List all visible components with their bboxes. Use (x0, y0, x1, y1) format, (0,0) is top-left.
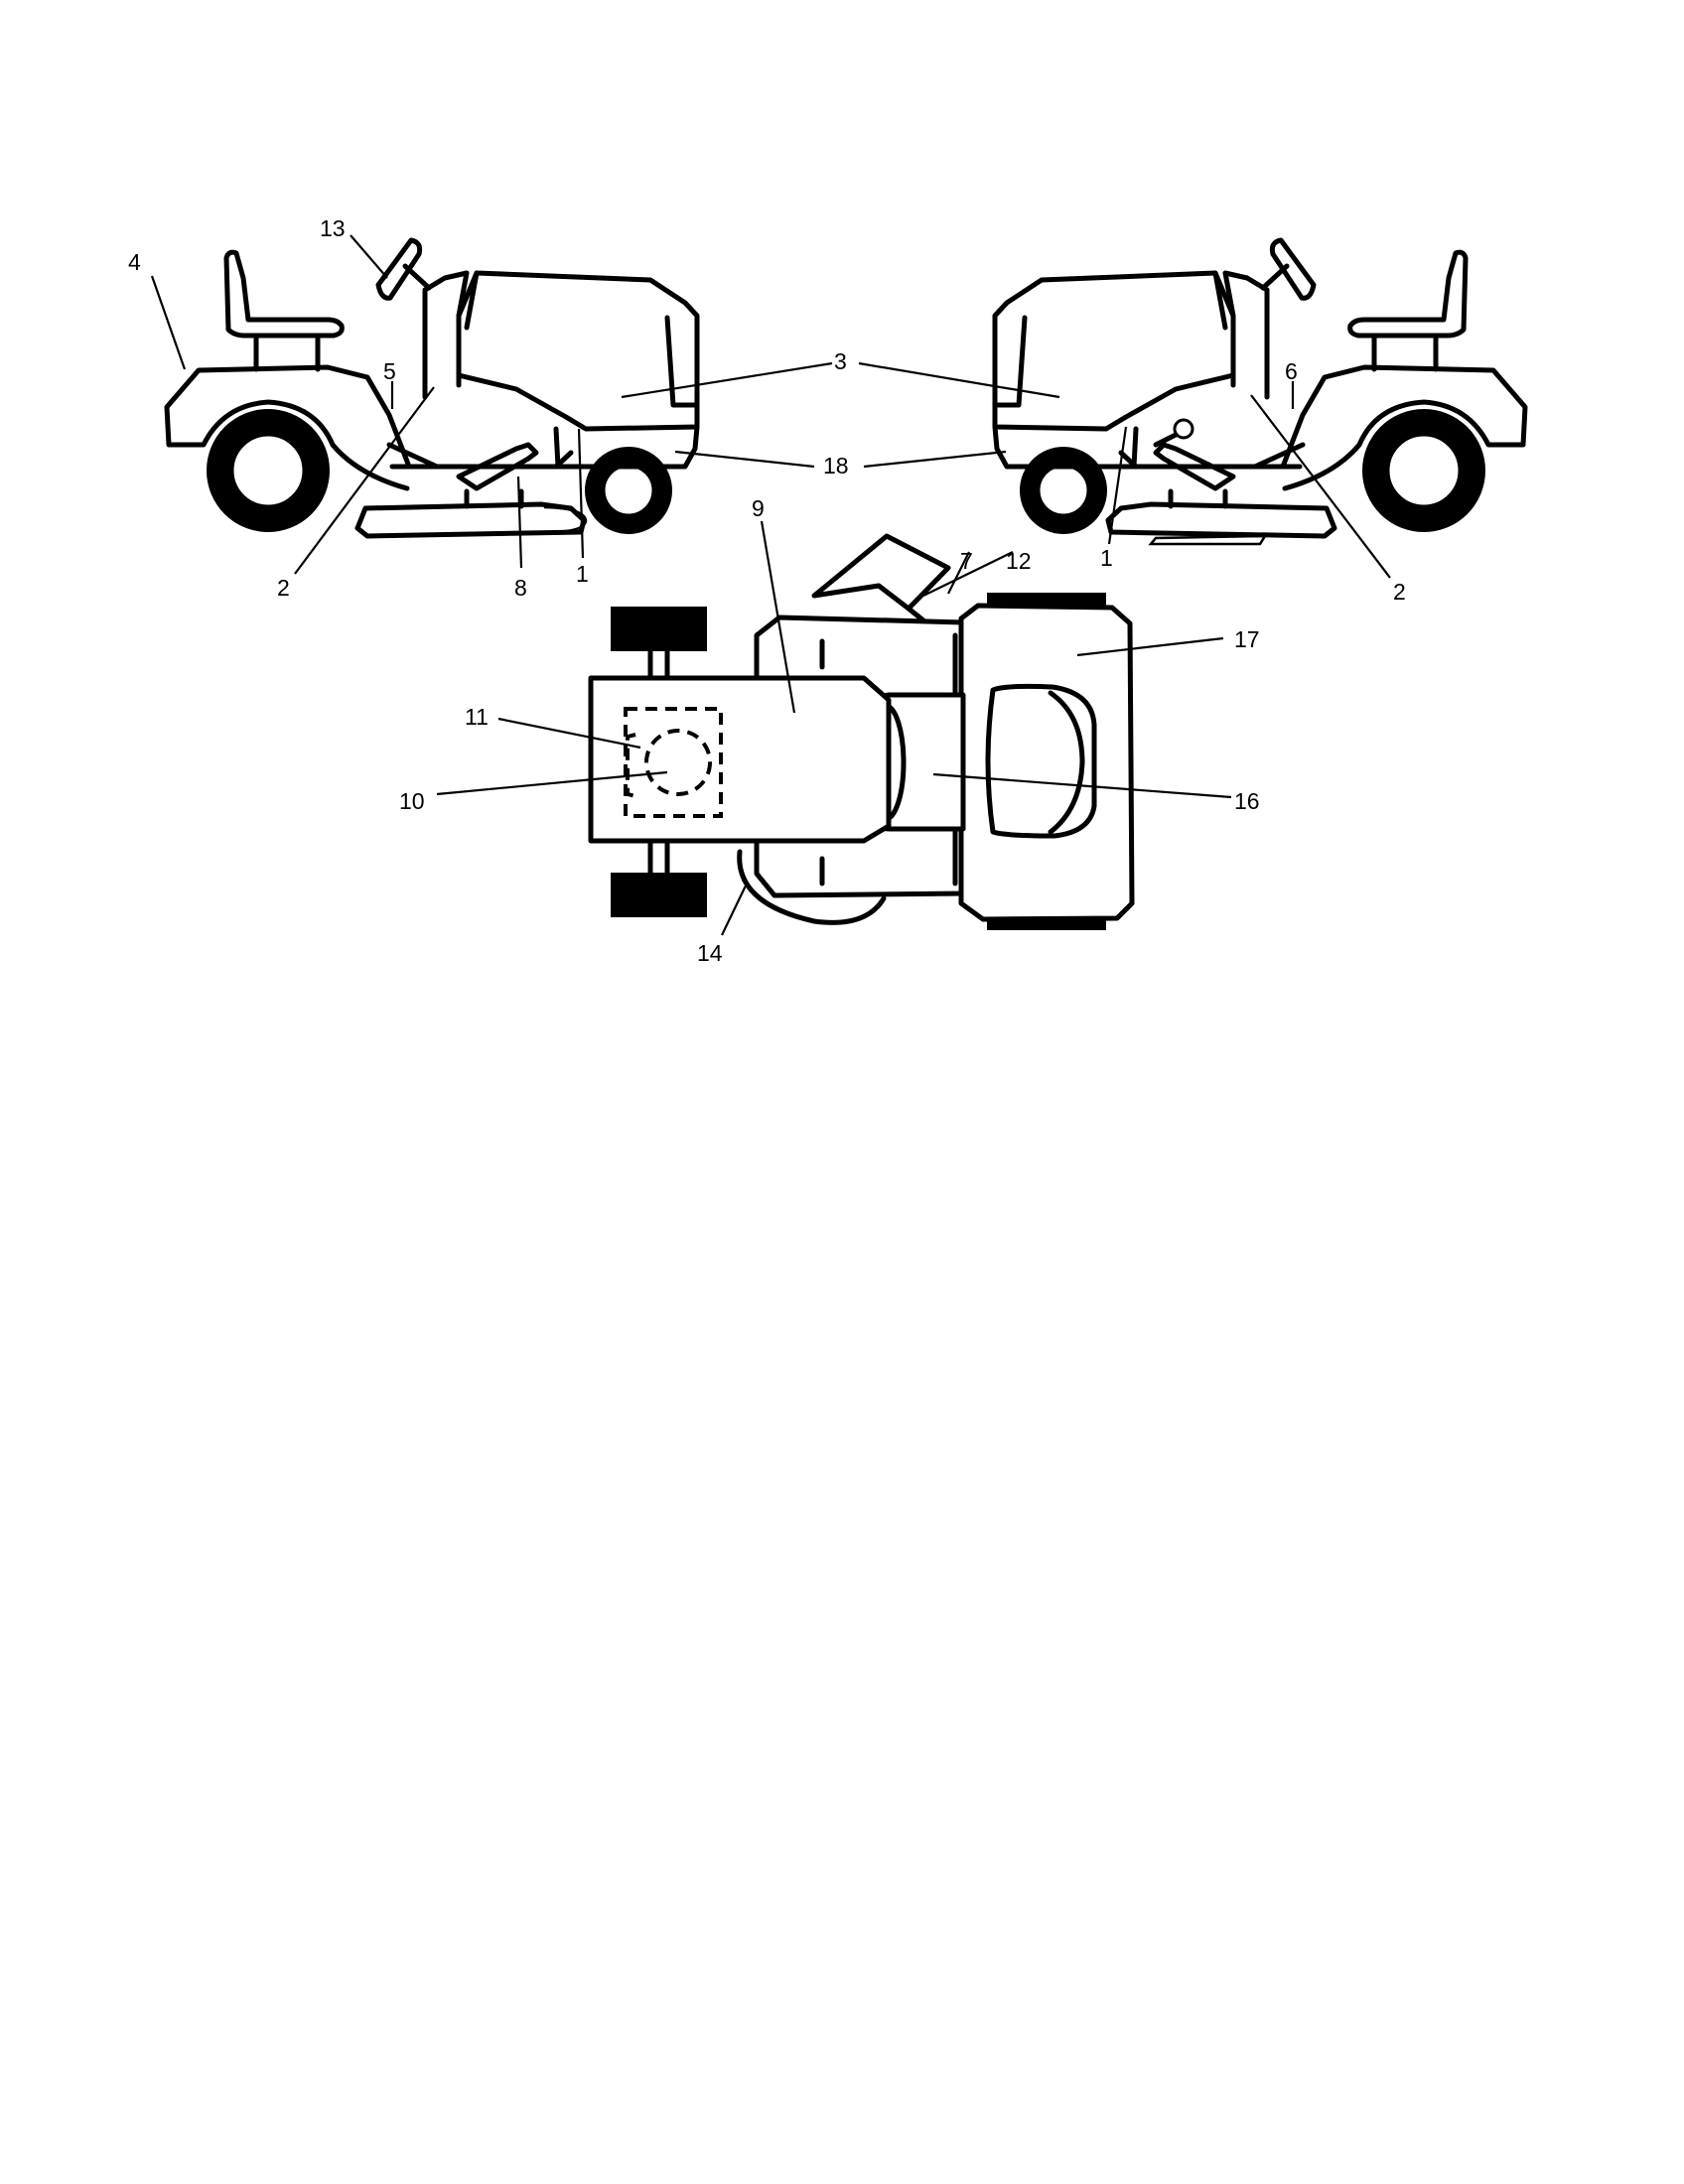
lift-knob (1173, 418, 1194, 440)
callout-9: 9 (752, 495, 765, 521)
front-tire-top (611, 607, 707, 651)
callout-3: 3 (834, 348, 847, 374)
callout-1-left: 1 (576, 561, 589, 587)
tractor-top-view (588, 533, 1135, 930)
engine-circle (644, 729, 712, 796)
seat (223, 249, 345, 372)
callout-11: 11 (465, 704, 489, 730)
callout-18: 18 (823, 453, 849, 478)
mower-deck (1105, 488, 1337, 546)
callout-6: 6 (1285, 358, 1298, 384)
callout-16: 16 (1234, 788, 1260, 814)
front-wheel (585, 447, 672, 534)
dash-tower (1222, 270, 1270, 388)
callout-14: 14 (697, 940, 723, 966)
callout-10: 10 (399, 788, 425, 814)
rear-wheel (207, 409, 330, 532)
front-tire-bottom (611, 873, 707, 917)
mower-deck (354, 488, 588, 539)
rear-wheel (1362, 409, 1485, 532)
hood-top (588, 675, 892, 844)
callout-2-left: 2 (277, 575, 290, 601)
callout-5: 5 (383, 358, 396, 384)
callout-13: 13 (320, 215, 346, 241)
chassis (389, 424, 700, 470)
callout-2-right: 2 (1393, 579, 1406, 605)
hood (456, 270, 700, 432)
discharge-chute (811, 533, 951, 612)
chassis (992, 424, 1303, 470)
front-wheel (1020, 447, 1107, 534)
seat-top (985, 683, 1097, 839)
callout-8: 8 (514, 575, 527, 601)
steering-wheel (1260, 237, 1317, 301)
callout-17: 17 (1234, 626, 1260, 652)
deck-top (737, 849, 887, 925)
steering-wheel (375, 237, 432, 301)
leader-lines (150, 234, 1391, 936)
callout-7: 7 (960, 548, 973, 574)
tractor-right-side-view (992, 237, 1528, 546)
callout-numbers: 4 13 5 3 18 2 8 1 6 1 2 9 7 12 17 11 10 … (128, 215, 1406, 966)
engine-outline (624, 707, 723, 818)
tractor-left-side-view (164, 237, 700, 539)
callout-1-right: 1 (1100, 545, 1113, 571)
dash-tower (422, 270, 470, 388)
callout-4: 4 (128, 249, 141, 275)
seat (1347, 249, 1469, 372)
hood (992, 270, 1236, 432)
callout-12: 12 (1006, 548, 1032, 574)
